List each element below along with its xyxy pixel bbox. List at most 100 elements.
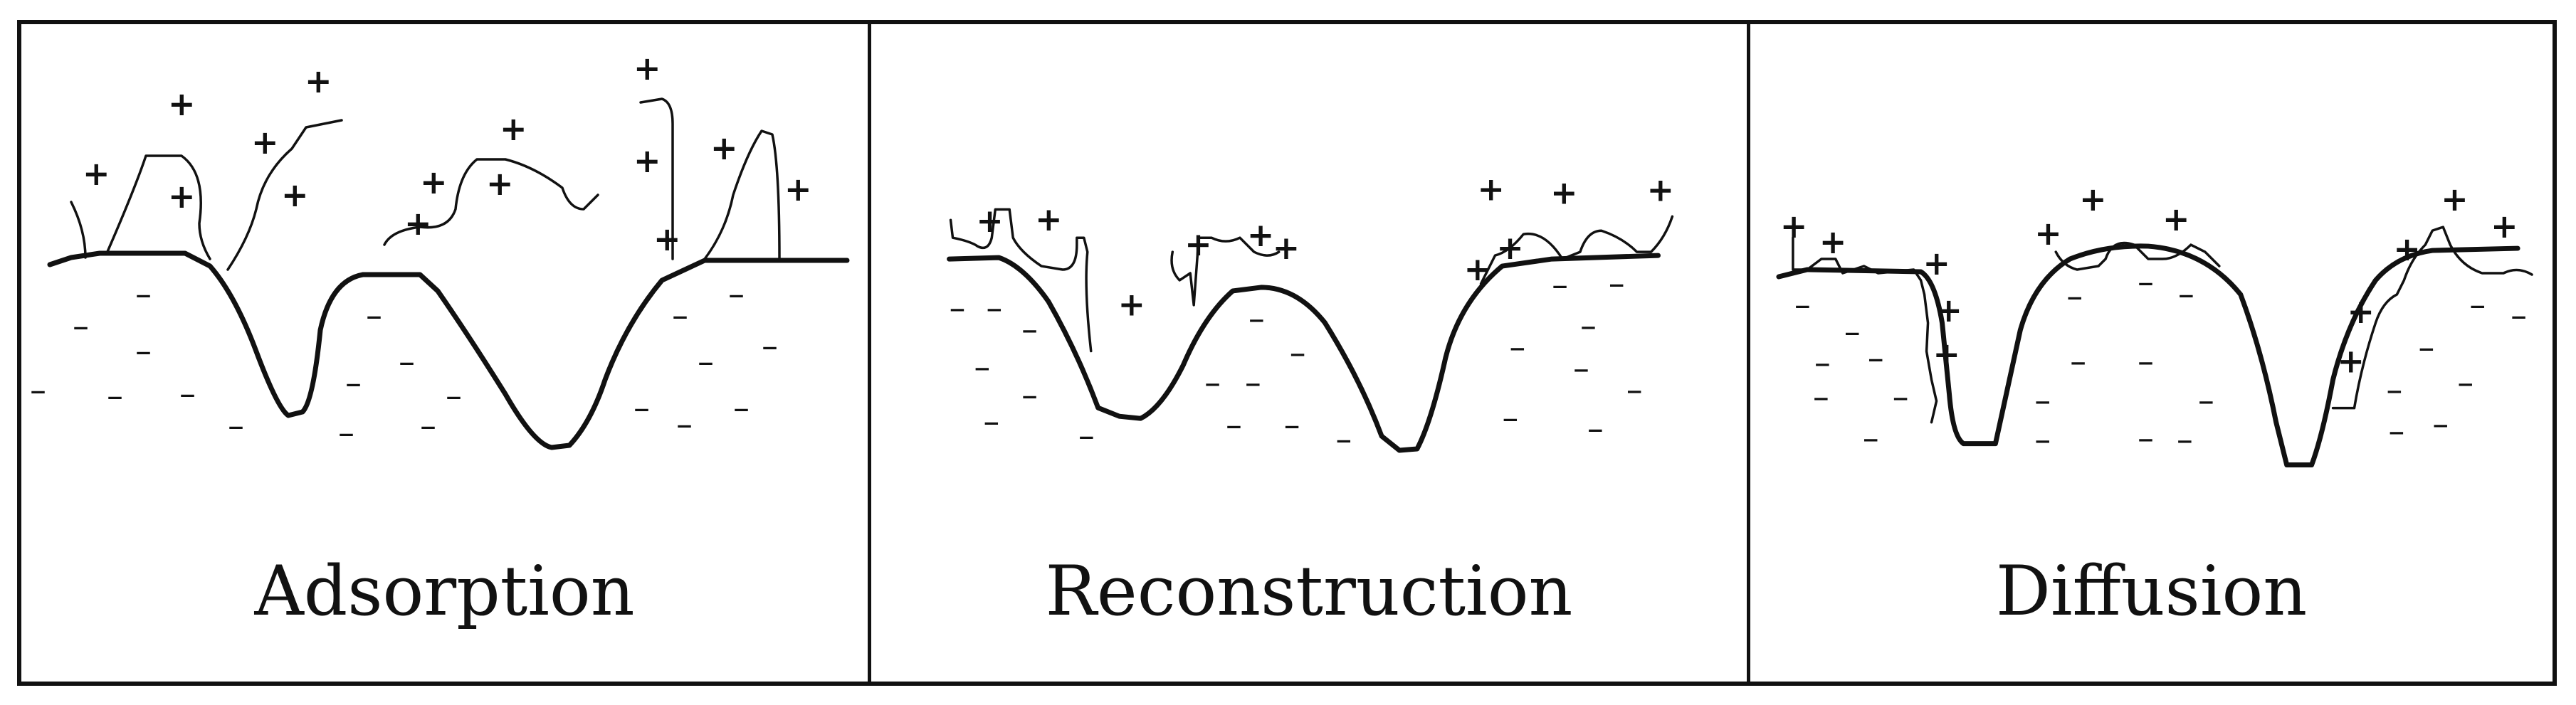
minus-charge: – [1844, 312, 1861, 351]
adsorbed-chain-4 [383, 158, 599, 246]
minus-charge: – [1078, 416, 1095, 455]
minus-charge: – [135, 275, 152, 313]
plus-charge: + [2338, 342, 2365, 381]
plus-charge: + [1496, 228, 1523, 267]
diffusing-chain-1 [1792, 236, 1938, 424]
minus-charge: – [2178, 275, 2194, 313]
surface-profile [947, 253, 1661, 453]
adsorption-illustration: + + + + + + + + + + + + + + + – – – – [30, 49, 850, 452]
plus-charge: + [1478, 169, 1505, 208]
minus-charge: – [399, 342, 415, 381]
plus-charge: + [486, 164, 514, 203]
minus-charge: – [2138, 419, 2154, 457]
minus-charge: – [1502, 398, 1518, 437]
minus-charge: – [2457, 364, 2474, 402]
plus-charges: + + + + + + + + + + + + + [1780, 180, 2518, 381]
plus-charge: + [784, 170, 812, 208]
plus-charges: + + + + + + + + + + + [976, 169, 1674, 323]
plus-charge: + [1819, 223, 1846, 261]
minus-charge: – [1580, 307, 1597, 345]
plus-charge: + [1933, 335, 1960, 373]
minus-charge: – [1284, 405, 1300, 444]
minus-charge: – [974, 347, 990, 386]
minus-charge: – [135, 332, 152, 370]
minus-charge: – [1248, 300, 1265, 338]
plus-charge: + [1647, 170, 1674, 208]
panel-caption: Diffusion [1995, 551, 2308, 631]
minus-charge: – [1290, 333, 1306, 371]
plus-charge: + [1184, 225, 1211, 263]
minus-charge: – [986, 289, 1002, 327]
minus-charge: – [1021, 310, 1038, 349]
minus-charges: – – – – – – – – – – – – – – – – – – – – [1794, 263, 2527, 459]
plus-charge: + [1550, 173, 1577, 211]
minus-charge: – [2138, 342, 2154, 381]
minus-charge: – [2469, 285, 2486, 324]
minus-charge: – [2177, 420, 2193, 459]
minus-charges: – – – – – – – – – – – – – – – – – – – – [950, 264, 1643, 458]
minus-charge: – [30, 371, 46, 409]
minus-charge: – [728, 275, 745, 313]
diffusion-illustration: + + + + + + + + + + + + + – – – – – – [1776, 180, 2533, 468]
minus-charge: – [733, 388, 750, 427]
minus-charge: – [762, 327, 778, 365]
plus-charge: + [251, 123, 279, 161]
minus-charge: – [1587, 409, 1604, 447]
minus-charge: – [1204, 363, 1221, 401]
minus-charge: – [950, 289, 966, 327]
minus-charge: – [1335, 420, 1352, 458]
minus-charge: – [676, 405, 693, 443]
minus-charge: – [2432, 405, 2449, 443]
minus-charge: – [228, 406, 244, 445]
minus-charge: – [1794, 285, 1811, 324]
adsorbed-chain-5 [639, 97, 674, 260]
minus-charge: – [2388, 412, 2404, 450]
minus-charge: – [446, 376, 462, 415]
panel-caption: Reconstruction [1045, 551, 1573, 631]
plus-charge: + [2441, 180, 2468, 218]
surface-profile [47, 250, 850, 450]
plus-charge: + [634, 49, 661, 88]
surface-profile [1776, 243, 2520, 468]
plus-charge: + [1247, 216, 1274, 254]
minus-charge: – [1245, 363, 1261, 401]
minus-charge: – [2138, 263, 2154, 301]
plus-charge: + [1273, 228, 1300, 267]
figure-frame: + + + + + + + + + + + + + + + – – – – [17, 20, 2557, 686]
plus-charge: + [976, 201, 1003, 240]
minus-charge: – [73, 307, 89, 345]
minus-charge: – [1021, 376, 1038, 414]
plus-charge: + [305, 62, 332, 100]
plus-charge: + [168, 177, 196, 216]
adsorbed-chain-6 [703, 129, 781, 260]
reconstructed-chain-2 [1170, 236, 1281, 307]
minus-charge: – [2034, 381, 2051, 420]
diffusing-chain-2 [2054, 241, 2221, 271]
minus-charge: – [1509, 328, 1525, 366]
minus-charge: – [1573, 349, 1589, 387]
plus-charge: + [710, 129, 738, 167]
minus-charge: – [672, 296, 688, 334]
minus-charge: – [179, 374, 196, 413]
minus-charge: – [2034, 420, 2051, 459]
minus-charge: – [1863, 419, 1879, 457]
plus-charge: + [2034, 214, 2061, 253]
minus-charge: – [338, 413, 354, 452]
plus-charge: + [1464, 250, 1491, 288]
panel-diffusion: + + + + + + + + + + + + + – – – – – – [1747, 24, 2553, 682]
reconstruction-illustration: + + + + + + + + + + + – – – – – – – – [947, 169, 1674, 458]
reconstructed-chain-3 [1479, 215, 1674, 285]
minus-charge: – [2418, 328, 2434, 366]
minus-charges: – – – – – – – – – – – – – – – – – – – – [30, 275, 778, 452]
reconstructed-chain-1 [949, 208, 1093, 353]
plus-charge: + [653, 220, 681, 258]
plus-charge: + [2393, 230, 2420, 268]
plus-charge: + [2162, 200, 2189, 238]
diffusing-chain-3 [2331, 226, 2533, 410]
plus-charge: + [404, 204, 432, 243]
minus-charge: – [2386, 371, 2402, 409]
plus-charge: + [281, 176, 309, 214]
minus-charge: – [698, 342, 714, 381]
minus-charge: – [2198, 381, 2214, 420]
minus-charge: – [983, 402, 999, 440]
